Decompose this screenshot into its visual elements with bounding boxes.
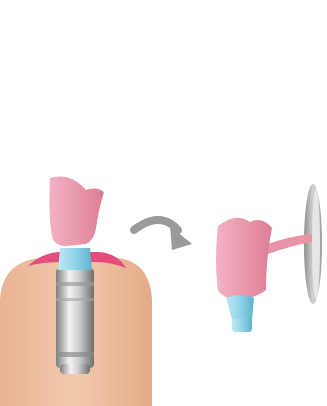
abutment-left xyxy=(58,248,92,270)
implant-analog xyxy=(56,268,94,374)
crown-right xyxy=(216,218,272,300)
abutment-right xyxy=(226,295,254,320)
curved-arrow-icon xyxy=(134,220,192,250)
left-model-assembly xyxy=(0,177,152,406)
right-transfer-assembly xyxy=(216,184,322,332)
abutment-base xyxy=(232,318,252,332)
crown-left xyxy=(49,177,104,247)
